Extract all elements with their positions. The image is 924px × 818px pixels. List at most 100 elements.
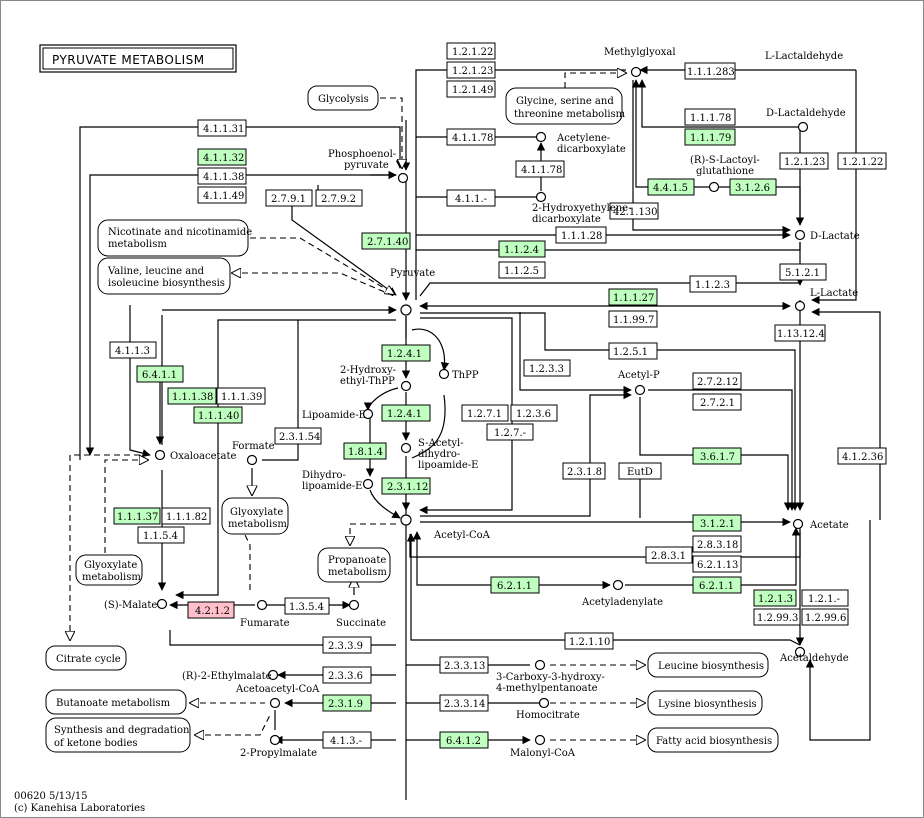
enzyme-box[interactable]: 1.2.1.22 <box>446 42 496 60</box>
compound-s-acetyl-dihydrolipoamide-e[interactable]: S-Acetyl-dihydro-lipoamide-E <box>400 438 479 471</box>
compound-carboxy-hydroxy-methylpentanoate[interactable]: 3-Carboxy-3-hydroxy-4-methylpentanoate <box>496 659 605 695</box>
compound-d-lactaldehyde[interactable]: D-Lactaldehyde <box>766 108 846 133</box>
enzyme-box[interactable]: 4.4.1.5 <box>647 178 695 196</box>
enzyme-box[interactable]: 4.1.1.38 <box>197 167 247 185</box>
enzyme-box[interactable]: 1.1.99.7 <box>608 310 658 328</box>
enzyme-box[interactable]: 1.1.1.82 <box>161 507 211 525</box>
enzyme-box[interactable]: 1.2.99.6 <box>801 608 849 626</box>
map-leucine[interactable]: Leucine biosynthesis <box>647 652 769 678</box>
compound-acetaldehyde[interactable]: Acetaldehyde <box>779 646 849 665</box>
enzyme-box[interactable]: 2.3.3.13 <box>439 656 489 674</box>
enzyme-box[interactable]: 3.1.2.1 <box>692 514 742 532</box>
enzyme-box[interactable]: 4.2.1.2 <box>187 601 235 619</box>
enzyme-box[interactable]: 1.13.12.4 <box>774 324 826 342</box>
enzyme-box[interactable]: 1.1.1.27 <box>608 288 658 306</box>
map-glycolysis[interactable]: Glycolysis <box>307 85 379 111</box>
compound-formate[interactable]: Formate <box>232 441 275 466</box>
enzyme-box[interactable]: 1.1.2.5 <box>498 261 546 279</box>
enzyme-box[interactable]: 1.2.1.3 <box>753 589 797 607</box>
enzyme-box[interactable]: 2.8.3.1 <box>645 546 693 564</box>
compound-hydroxyethyl-thpp[interactable]: 2-Hydroxy-ethyl-ThPP <box>340 365 412 392</box>
compound-acetate[interactable]: Acetate <box>792 518 849 532</box>
compound-malonyl-coa[interactable]: Malonyl-CoA <box>510 734 576 760</box>
enzyme-box[interactable]: 4.1.1.3 <box>109 341 157 359</box>
enzyme-box[interactable]: 1.1.1.38 <box>167 387 217 405</box>
compound-r-2-ethylmalate[interactable]: (R)-2-Ethylmalate <box>182 669 279 683</box>
enzyme-box[interactable]: 2.8.3.18 <box>692 535 742 553</box>
enzyme-box[interactable]: 42.1.130 <box>609 202 659 220</box>
enzyme-box[interactable]: 2.3.1.9 <box>322 694 372 712</box>
enzyme-box[interactable]: 2.3.3.14 <box>439 694 489 712</box>
compound-homocitrate[interactable]: Homocitrate <box>516 697 580 722</box>
compound-l-lactate[interactable]: L-Lactate <box>794 288 859 312</box>
compound-2-propylmalate[interactable]: 2-Propylmalate <box>240 734 317 760</box>
compound-s-malate[interactable]: (S)-Malate <box>104 598 168 612</box>
enzyme-box[interactable]: 1.2.1.49 <box>446 80 496 98</box>
enzyme-box[interactable]: 1.2.4.1 <box>381 344 431 362</box>
enzyme-box[interactable]: 2.3.3.9 <box>322 636 372 654</box>
enzyme-box[interactable]: 5.1.2.1 <box>779 263 827 281</box>
compound-dihydrolipoamide-e[interactable]: Dihydro-lipoamide-E <box>302 470 374 492</box>
enzyme-box[interactable]: 1.3.5.4 <box>284 597 330 615</box>
enzyme-box[interactable]: 1.1.1.40 <box>193 406 243 424</box>
enzyme-box[interactable]: 2.3.1.54 <box>274 427 322 445</box>
enzyme-box[interactable]: 2.7.2.1 <box>692 393 742 411</box>
enzyme-box[interactable]: 1.2.7.1 <box>461 404 509 422</box>
compound-l-lactaldehyde[interactable]: L-Lactaldehyde <box>765 51 843 62</box>
enzyme-box[interactable]: 4.1.1.78 <box>446 128 496 146</box>
enzyme-box[interactable]: 1.1.1.283 <box>684 62 736 80</box>
enzyme-box[interactable]: 2.3.1.8 <box>562 462 606 480</box>
enzyme-box[interactable]: 3.1.2.6 <box>729 178 777 196</box>
enzyme-box[interactable]: 1.2.1.22 <box>837 152 887 170</box>
compound-thpp[interactable]: ThPP <box>438 368 479 382</box>
map-lysine[interactable]: Lysine biosynthesis <box>647 690 763 716</box>
enzyme-box[interactable]: 3.6.1.7 <box>692 447 742 465</box>
enzyme-box[interactable]: 1.2.3.6 <box>510 404 558 422</box>
enzyme-box[interactable]: 4.1.1.31 <box>197 119 247 137</box>
enzyme-box[interactable]: 2.7.1.40 <box>361 232 411 250</box>
enzyme-box[interactable]: 6.2.1.13 <box>692 555 742 573</box>
enzyme-box[interactable]: 1.2.1.23 <box>779 152 829 170</box>
enzyme-box[interactable]: 1.1.2.3 <box>689 275 737 293</box>
compound-pyruvate[interactable]: Pyruvate <box>390 268 435 316</box>
enzyme-box[interactable]: 2.3.3.6 <box>322 666 372 684</box>
enzyme-box[interactable]: 1.1.1.78 <box>684 108 736 126</box>
compound-fumarate[interactable]: Fumarate <box>240 599 290 630</box>
enzyme-box[interactable]: 1.2.3.3 <box>523 359 571 377</box>
compound-methylglyoxal[interactable]: Methylglyoxal <box>604 47 676 78</box>
compound-hydroxyethylenedicarboxylate[interactable]: 2-Hydroxyethylene-dicarboxylate <box>532 191 631 226</box>
enzyme-box[interactable]: 4.1.1.49 <box>197 186 247 204</box>
enzyme-box[interactable]: 1.8.1.4 <box>343 442 387 460</box>
enzyme-box[interactable]: 1.2.99.3 <box>753 608 801 626</box>
compound-acetylenedicarboxylate[interactable]: Acetylene-dicarboxylate <box>535 131 626 156</box>
enzyme-box[interactable]: 1.2.1.23 <box>446 61 496 79</box>
enzyme-box[interactable]: 4.1.1.- <box>446 189 496 207</box>
compound-acetoacetyl-coa[interactable]: Acetoacetyl-CoA <box>235 684 320 709</box>
enzyme-box[interactable]: 6.2.1.1 <box>692 576 742 594</box>
enzyme-box[interactable]: 4.1.1.32 <box>197 148 247 166</box>
enzyme-box[interactable]: EutD <box>618 462 662 480</box>
enzyme-box[interactable]: 1.2.4.1 <box>381 404 431 422</box>
enzyme-box[interactable]: 2.7.9.2 <box>315 189 363 207</box>
enzyme-box[interactable]: 6.4.1.1 <box>136 365 184 383</box>
enzyme-box[interactable]: 1.2.1.- <box>801 589 849 607</box>
compound-d-lactate[interactable]: D-Lactate <box>794 229 860 243</box>
enzyme-box[interactable]: 4.1.2.36 <box>837 447 887 465</box>
compound-lactoylglutathione[interactable]: (R)-S-Lactoyl-glutathione <box>690 155 760 193</box>
enzyme-box[interactable]: 4.1.3.- <box>322 731 372 749</box>
compound-acetyl-coa[interactable]: Acetyl-CoA <box>400 514 491 541</box>
compound-acetyl-p[interactable]: Acetyl-P <box>617 370 660 396</box>
enzyme-box[interactable]: 1.1.2.4 <box>498 240 546 258</box>
enzyme-box[interactable]: 2.3.1.12 <box>381 477 431 495</box>
enzyme-box[interactable]: 1.2.5.1 <box>608 342 658 360</box>
compound-acetyladenylate[interactable]: Acetyladenylate <box>581 579 663 609</box>
compound-oxaloacetate[interactable]: Oxaloacetate <box>154 449 237 463</box>
compound-phosphoenolpyruvate[interactable]: Phosphoenol-pyruvate <box>328 149 409 184</box>
enzyme-box[interactable]: 6.4.1.2 <box>439 731 489 749</box>
